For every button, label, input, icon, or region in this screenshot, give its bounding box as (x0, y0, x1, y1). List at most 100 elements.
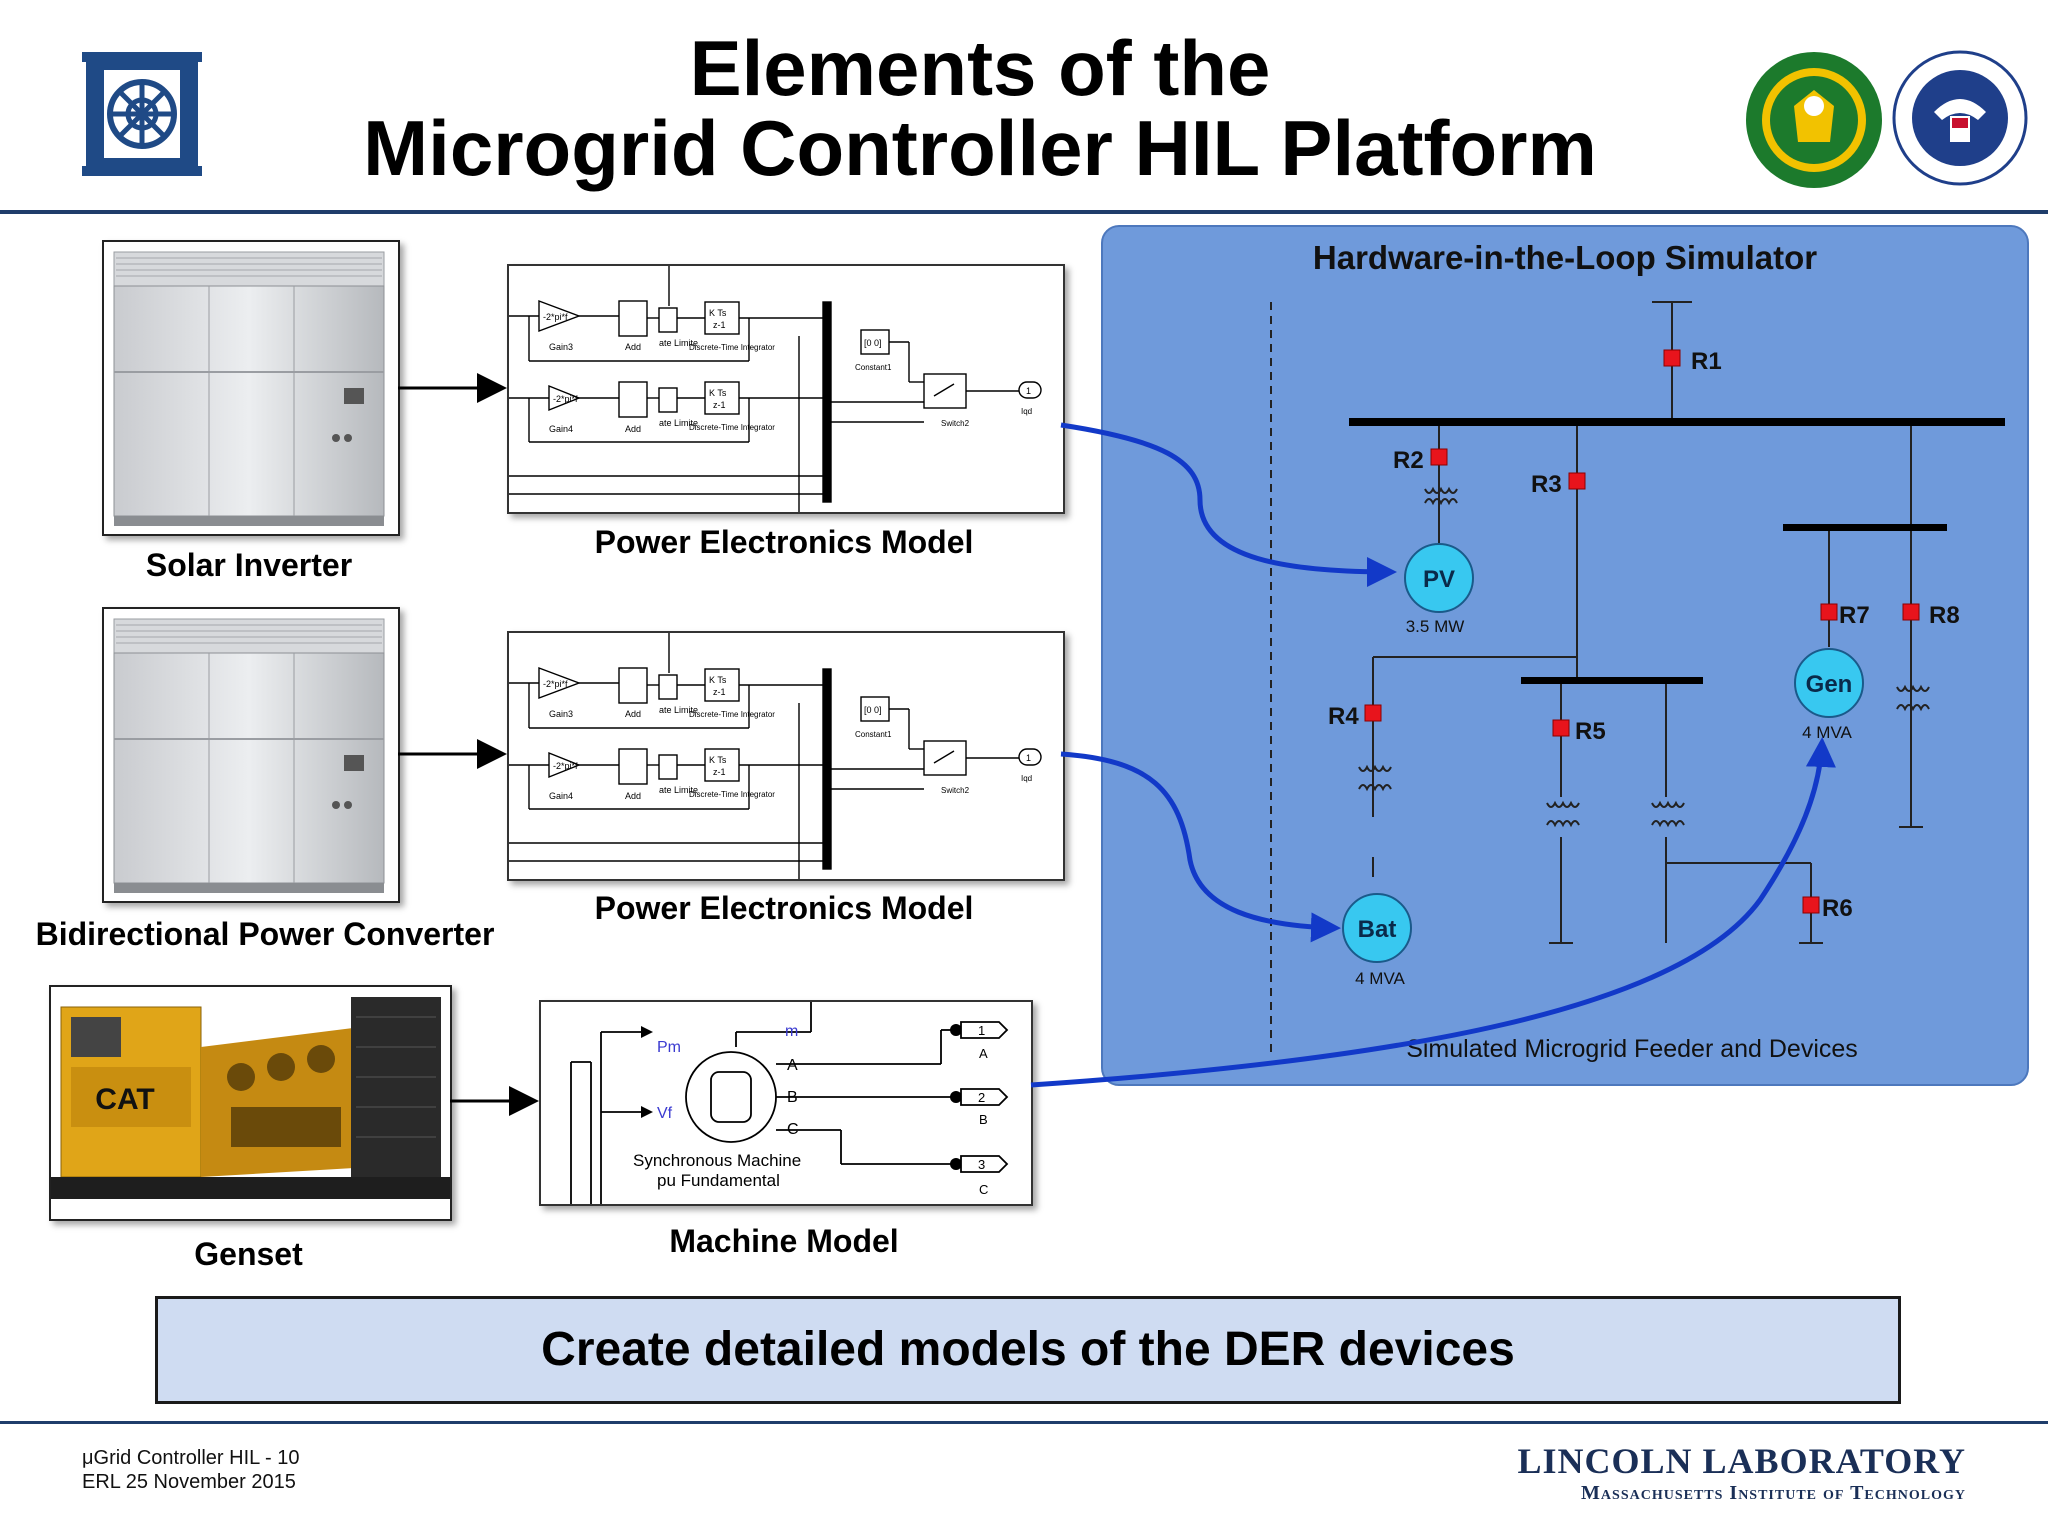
relay-r6-marker (1802, 896, 1820, 914)
machine-port-label-b: B (979, 1112, 988, 1127)
gen-label: Gen (1806, 671, 1853, 698)
bidirectional-converter-label: Bidirectional Power Converter (35, 916, 495, 952)
pe2-z1-a: z-1 (713, 687, 726, 697)
bidirectional-converter-photo (102, 607, 400, 903)
pv-label: PV (1423, 566, 1455, 593)
machine-b: B (787, 1089, 798, 1106)
machine-m: m (785, 1023, 798, 1040)
solar-inverter-photo (102, 240, 400, 536)
machine-name-2: pu Fundamental (657, 1171, 780, 1190)
machine-model-schematic: Pm Vf m A B C Synchronous Machine pu Fun… (570, 1002, 1009, 1204)
bat-rating: 4 MVA (1355, 969, 1405, 988)
hil-footer-label: Simulated Microgrid Feeder and Devices (1406, 1035, 1858, 1063)
hil-title: Hardware-in-the-Loop Simulator (1312, 239, 1818, 276)
main-bus (1349, 418, 2005, 426)
relay-r1-marker (1663, 349, 1681, 367)
relay-r1-label: R1 (1691, 348, 1722, 375)
title-line-1: Elements of the (689, 24, 1271, 112)
pe2-add-b: Add (625, 791, 641, 801)
relay-r4-label: R4 (1328, 703, 1359, 730)
footer-slide-number: μGrid Controller HIL - 10 (82, 1447, 300, 1469)
relay-r6-label: R6 (1822, 895, 1853, 922)
pe2-gain-b: Gain4 (549, 791, 573, 801)
title-line-2: Microgrid Controller HIL Platform (363, 104, 1597, 192)
pe-model-label-2: Power Electronics Model (594, 890, 974, 926)
genset-label: Genset (194, 1236, 303, 1272)
mit-ll-logo (80, 52, 204, 176)
machine-port-2: 2 (978, 1090, 985, 1105)
microgrid-one-line-diagram: R1 R2 R3 R4 R5 R6 R7 R8 PV Bat Gen 3.5 M… (1270, 301, 2005, 1063)
machine-port-label-c: C (979, 1182, 988, 1197)
pe2-integrator-b: Discrete-Time Integrator (689, 790, 775, 799)
pe1-gain-value-b: -2*pi*f (553, 394, 578, 404)
relay-r3-marker (1568, 472, 1586, 490)
machine-name-1: Synchronous Machine (633, 1151, 801, 1170)
pe1-add-a: Add (625, 342, 641, 352)
pe-model-diagram-1: -2*pi*f -2*pi*f Gain3 Gain4 Add Add ate … (507, 264, 1065, 514)
relay-r7-label: R7 (1839, 602, 1870, 629)
machine-port-label-a: A (979, 1046, 988, 1061)
pe2-gain-value-b: -2*pi*f (553, 761, 578, 771)
machine-model-diagram: Pm Vf m A B C Synchronous Machine pu Fun… (539, 1000, 1033, 1206)
footer-info: μGrid Controller HIL - 10 ERL 25 Novembe… (82, 1446, 300, 1494)
pe1-integrator-b: Discrete-Time Integrator (689, 423, 775, 432)
pe1-gain-value-a: -2*pi*f (543, 312, 568, 322)
gen-device (1794, 648, 1864, 718)
pe1-out-label: Iqd (1021, 407, 1032, 416)
pe2-out-label: Iqd (1021, 774, 1032, 783)
machine-vf: Vf (657, 1105, 673, 1122)
callout-box: Create detailed models of the DER device… (155, 1296, 1901, 1404)
pe1-add-b: Add (625, 424, 641, 434)
pe1-z1-b: z-1 (713, 400, 726, 410)
pe2-gain-value-a: -2*pi*f (543, 679, 568, 689)
pv-rating: 3.5 MW (1406, 617, 1465, 636)
pe1-gain-a: Gain3 (549, 342, 573, 352)
pe2-limiter-a: ate Limite (659, 705, 698, 715)
pe-model-diagram-2: -2*pi*f -2*pi*f Gain3 Gain4 Add Add ate … (507, 631, 1065, 881)
relay-r7-marker (1820, 603, 1838, 621)
relay-r3-label: R3 (1531, 471, 1562, 498)
pe1-constant: Constant1 (855, 363, 892, 372)
pe1-integrator-a: Discrete-Time Integrator (689, 343, 775, 352)
relay-r2-marker (1430, 448, 1448, 466)
machine-port-3: 3 (978, 1157, 985, 1172)
pe2-constant: Constant1 (855, 730, 892, 739)
page-title: Elements of the Microgrid Controller HIL… (270, 28, 1690, 188)
relay-r8-marker (1902, 603, 1920, 621)
pe1-out-port: 1 (1026, 386, 1031, 396)
footer-rule (0, 1421, 2048, 1424)
pe1-limiter-a: ate Limite (659, 338, 698, 348)
pe1-limiter-b: ate Limite (659, 418, 698, 428)
pe2-add-a: Add (625, 709, 641, 719)
pe-model-label-1: Power Electronics Model (594, 524, 974, 560)
relay-r8-label: R8 (1929, 602, 1960, 629)
pe2-constant-val: [0 0] (864, 705, 882, 715)
footer-date: ERL 25 November 2015 (82, 1471, 296, 1493)
pe1-kts-a: K Ts (709, 308, 727, 318)
gen-rating: 4 MVA (1802, 723, 1852, 742)
pe1-gain-b: Gain4 (549, 424, 573, 434)
middle-bus (1521, 677, 1703, 684)
pe2-integrator-a: Discrete-Time Integrator (689, 710, 775, 719)
solar-inverter-label: Solar Inverter (145, 547, 353, 583)
machine-pm: Pm (657, 1039, 681, 1056)
pe2-switch: Switch2 (941, 786, 970, 795)
pe2-kts-b: K Ts (709, 755, 727, 765)
genset-brand: CAT (95, 1083, 154, 1116)
pe1-z1-a: z-1 (713, 320, 726, 330)
pe2-gain-a: Gain3 (549, 709, 573, 719)
header-rule (0, 210, 2048, 214)
pe-model-schematic-1: -2*pi*f -2*pi*f Gain3 Gain4 Add Add ate … (509, 266, 1042, 512)
lincoln-lab-name: LINCOLN LABORATORY (1517, 1441, 1966, 1481)
relay-r5-label: R5 (1575, 718, 1606, 745)
pe1-kts-b: K Ts (709, 388, 727, 398)
right-bus (1783, 524, 1947, 531)
doe-seal-icon (1744, 50, 1884, 190)
bat-label: Bat (1358, 916, 1397, 943)
machine-port-1: 1 (978, 1023, 985, 1038)
relay-r4-marker (1364, 704, 1382, 722)
pe-model-schematic-2: -2*pi*f -2*pi*f Gain3 Gain4 Add Add ate … (509, 633, 1042, 879)
lincoln-lab-subtitle: Massachusetts Institute of Technology (1581, 1482, 1966, 1504)
hil-simulator-panel: Hardware-in-the-Loop Simulator (1101, 225, 2029, 1086)
dhs-seal-icon (1892, 50, 2028, 186)
